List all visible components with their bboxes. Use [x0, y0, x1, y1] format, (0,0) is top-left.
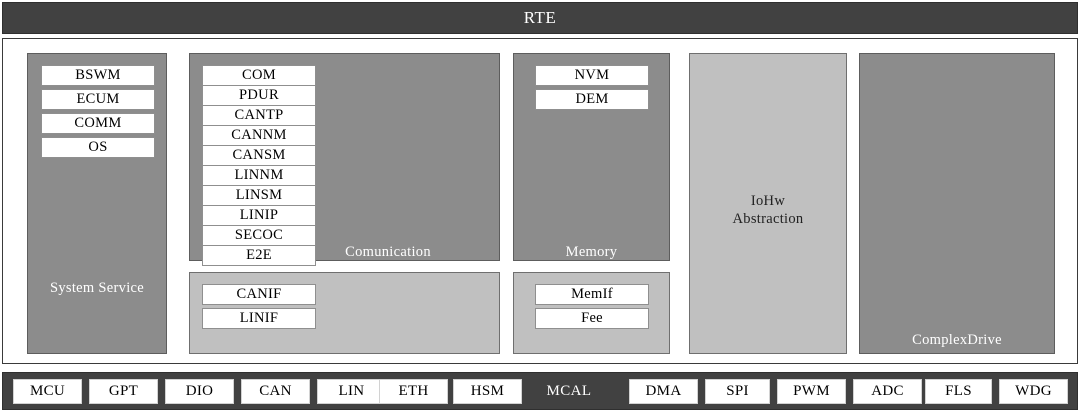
driver-wdg[interactable]: WDG	[999, 379, 1068, 404]
driver-label: CAN	[259, 383, 292, 399]
block-system-service[interactable]: BSWM ECUM COMM OS System Service	[27, 53, 167, 354]
bsw-layer-panel: BSWM ECUM COMM OS System Service COM PDU…	[2, 38, 1078, 364]
module-label: COMM	[74, 115, 122, 131]
module-com[interactable]: COM	[202, 65, 316, 86]
block-complex-drive[interactable]: ComplexDrive	[859, 53, 1055, 354]
module-os[interactable]: OS	[41, 137, 155, 158]
module-label: Fee	[581, 310, 603, 326]
block-caption-iohw-abstraction-line2: Abstraction	[732, 211, 804, 227]
driver-label: DMA	[645, 383, 682, 399]
driver-eth[interactable]: ETH	[379, 379, 448, 404]
module-bswm[interactable]: BSWM	[41, 65, 155, 86]
driver-fls[interactable]: FLS	[925, 379, 992, 404]
driver-label: ETH	[398, 383, 429, 399]
module-dem[interactable]: DEM	[535, 89, 649, 110]
module-linnm[interactable]: LINNM	[202, 165, 316, 186]
module-label: LINIP	[239, 207, 279, 223]
driver-dma[interactable]: DMA	[629, 379, 698, 404]
driver-mcu[interactable]: MCU	[13, 379, 82, 404]
module-label: LINNM	[234, 167, 284, 183]
module-nvm[interactable]: NVM	[535, 65, 649, 86]
module-label: DEM	[575, 91, 609, 107]
driver-adc[interactable]: ADC	[853, 379, 922, 404]
driver-label: DIO	[185, 383, 214, 399]
block-memory[interactable]: NVM DEM Memory	[513, 53, 670, 261]
block-iohw-abstraction[interactable]: IoHw Abstraction	[689, 53, 847, 354]
module-linip[interactable]: LINIP	[202, 205, 316, 226]
mcal-label: MCAL	[533, 379, 605, 404]
block-caption-iohw-abstraction-line1: IoHw	[750, 193, 786, 209]
driver-spi[interactable]: SPI	[705, 379, 770, 404]
mcal-layer-bar: MCU GPT DIO CAN LIN ETH HSM MCAL DMA SPI…	[2, 372, 1078, 410]
driver-lin[interactable]: LIN	[317, 379, 386, 404]
module-e2e[interactable]: E2E	[202, 245, 316, 266]
driver-label: MCU	[29, 383, 66, 399]
block-caption-memory: Memory	[565, 244, 618, 260]
module-cannm[interactable]: CANNM	[202, 125, 316, 146]
driver-label: WDG	[1015, 383, 1052, 399]
module-secoc[interactable]: SECOC	[202, 225, 316, 246]
module-label: SECOC	[234, 227, 284, 243]
module-label: E2E	[246, 247, 272, 263]
rte-label: RTE	[523, 8, 557, 27]
module-label: NVM	[574, 67, 610, 83]
driver-label: GPT	[108, 383, 139, 399]
module-linif[interactable]: LINIF	[202, 308, 316, 329]
module-label: ECUM	[76, 91, 120, 107]
block-caption-communication: Comunication	[345, 244, 431, 260]
module-memif[interactable]: MemIf	[535, 284, 649, 305]
module-label: CANIF	[236, 286, 282, 302]
driver-gpt[interactable]: GPT	[89, 379, 158, 404]
block-memory-interface[interactable]: MemIf Fee	[513, 272, 670, 354]
driver-label: ADC	[871, 383, 904, 399]
driver-label: FLS	[945, 383, 972, 399]
block-caption-complex-drive: ComplexDrive	[912, 332, 1002, 348]
driver-label: HSM	[470, 383, 505, 399]
module-linsm[interactable]: LINSM	[202, 185, 316, 206]
block-communication[interactable]: COM PDUR CANTP CANNM CANSM LINNM LINSM L…	[189, 53, 500, 266]
module-label: MemIf	[571, 286, 613, 302]
module-pdur[interactable]: PDUR	[202, 85, 316, 106]
mcal-label-text: MCAL	[546, 383, 592, 399]
module-canif[interactable]: CANIF	[202, 284, 316, 305]
module-cansm[interactable]: CANSM	[202, 145, 316, 166]
module-label: OS	[88, 139, 108, 155]
rte-layer-bar: RTE	[2, 2, 1078, 34]
module-label: PDUR	[239, 87, 279, 103]
module-label: LINIF	[239, 310, 279, 326]
module-label: CANTP	[234, 107, 284, 123]
module-label: CANSM	[232, 147, 286, 163]
driver-pwm[interactable]: PWM	[777, 379, 846, 404]
module-ecum[interactable]: ECUM	[41, 89, 155, 110]
module-label: BSWM	[75, 67, 121, 83]
module-label: CANNM	[231, 127, 287, 143]
module-fee[interactable]: Fee	[535, 308, 649, 329]
module-label: COM	[242, 67, 276, 83]
module-cantp[interactable]: CANTP	[202, 105, 316, 126]
driver-dio[interactable]: DIO	[165, 379, 234, 404]
driver-can[interactable]: CAN	[241, 379, 310, 404]
driver-label: PWM	[793, 383, 830, 399]
driver-label: LIN	[338, 383, 365, 399]
driver-hsm[interactable]: HSM	[453, 379, 522, 404]
block-communication-interface[interactable]: CANIF LINIF	[189, 272, 500, 354]
block-caption-system-service: System Service	[49, 280, 144, 296]
driver-label: SPI	[726, 383, 749, 399]
module-comm[interactable]: COMM	[41, 113, 155, 134]
module-label: LINSM	[235, 187, 283, 203]
